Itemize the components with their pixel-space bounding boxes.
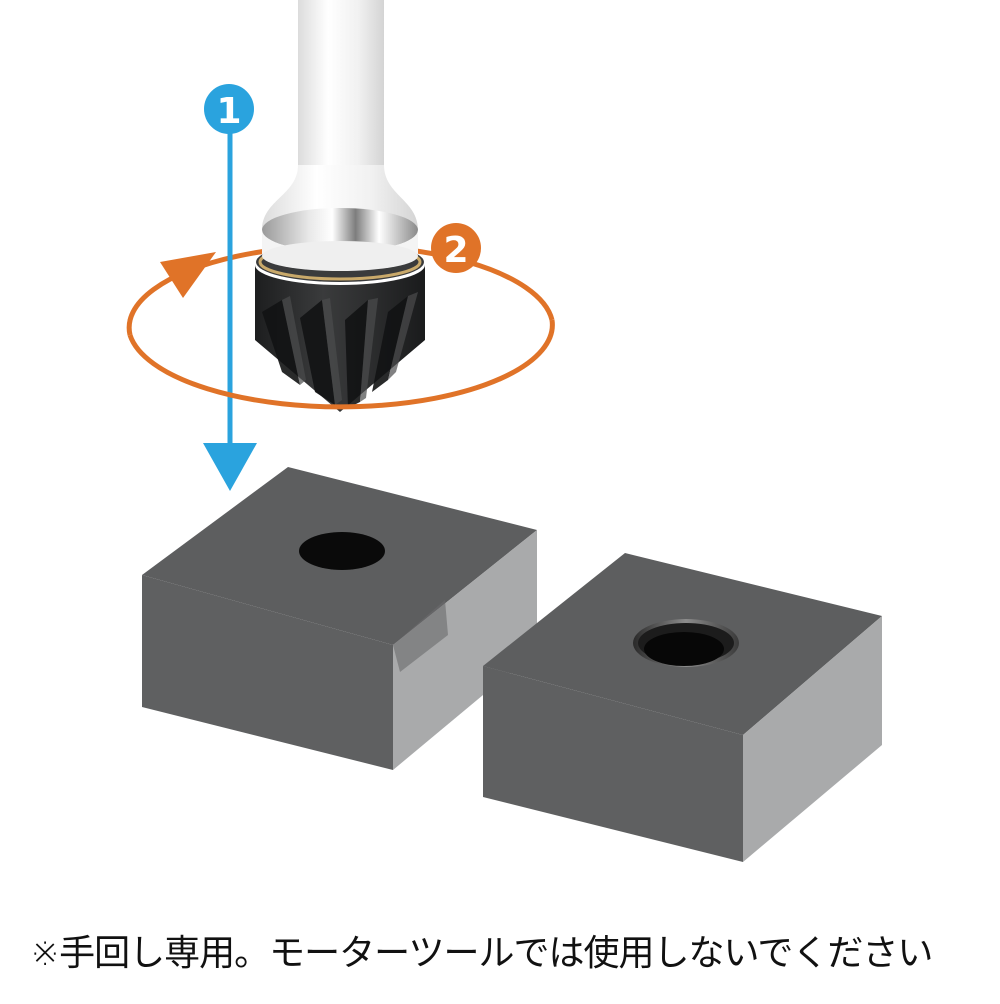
step-2-badge: 2 (431, 223, 481, 273)
svg-text:2: 2 (443, 230, 468, 271)
arrow-down-icon (203, 443, 257, 491)
countersink-bit (255, 0, 425, 412)
svg-text:1: 1 (216, 91, 241, 132)
block-after (483, 553, 882, 862)
block-before (142, 467, 537, 770)
bit-shaft (298, 0, 384, 170)
plain-hole (299, 532, 385, 570)
arrow-rotate-icon (160, 252, 216, 298)
push-down-arrow (203, 118, 257, 491)
usage-warning-caption: ※手回し専用。モーターツールでは使用しないでください (30, 933, 933, 974)
rotation-arrow-front (127, 252, 555, 410)
step-1-badge: 1 (204, 84, 254, 134)
